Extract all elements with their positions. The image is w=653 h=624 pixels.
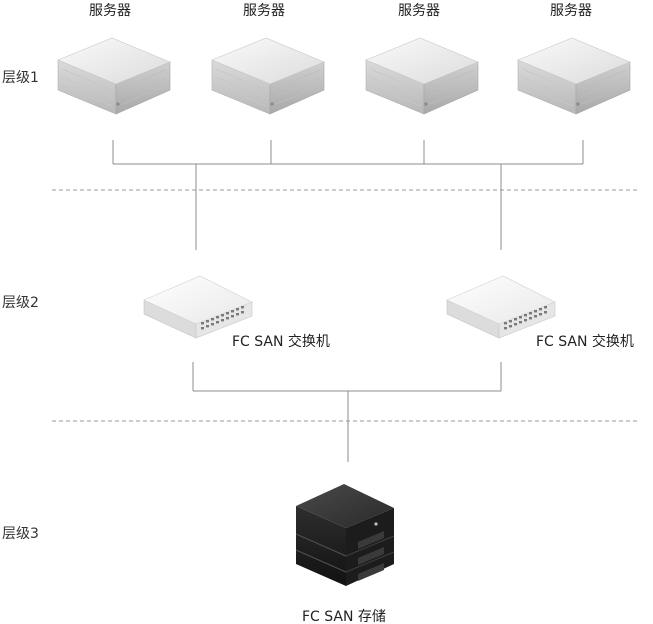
level-label-1: 层级1 [2,70,39,86]
switch-storage-connector [192,362,502,462]
server-label-1: 服务器 [89,3,131,19]
server-label-3: 服务器 [398,3,440,19]
server-icon-3 [365,37,479,115]
server-icon-1 [57,37,171,115]
server-icon-2 [211,37,325,115]
server-label-2: 服务器 [243,3,285,19]
storage-icon [295,484,395,586]
server-icon-4 [517,37,631,115]
level-label-3: 层级3 [2,526,39,542]
switch-icon-2 [446,275,556,339]
storage-label: FC SAN 存储 [302,609,386,624]
server-bus-connector [112,140,584,250]
level-label-2: 层级2 [2,295,39,311]
switch-icon-1 [143,275,253,339]
switch-label-1: FC SAN 交换机 [232,333,330,350]
switch-label-2: FC SAN 交换机 [536,333,634,350]
server-label-4: 服务器 [550,3,592,19]
